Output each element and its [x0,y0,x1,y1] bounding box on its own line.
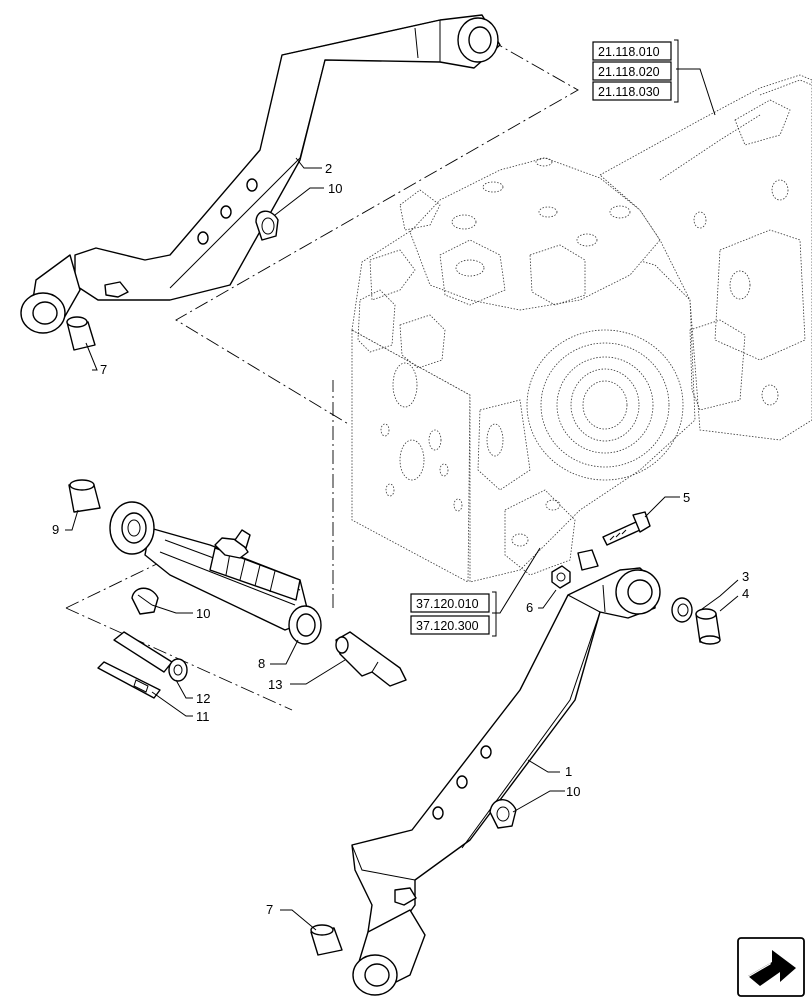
reference-box-37-120-010[interactable] [410,593,490,613]
reference-37-120-010: 37.120.010 [416,597,479,611]
bushing-top [66,316,96,351]
reference-21-118-010: 21.118.010 [598,45,660,59]
washer-3 [671,597,693,623]
pin-11 [97,661,161,699]
callout-4: 4 [742,586,749,601]
callout-5: 5 [683,490,690,505]
leader-lines [65,68,739,931]
pin-12 [113,631,188,682]
callout-2: 2 [325,161,332,176]
reference-37-120-300: 37.120.300 [416,619,479,633]
callout-11: 11 [196,709,210,724]
reference-21-118-030: 21.118.030 [598,85,660,99]
transmission-housing [351,74,812,583]
reference-21-118-020: 21.118.020 [598,65,660,79]
top-link-assembly [109,501,322,645]
bolt-5 [602,511,651,546]
pin-13 [335,631,407,687]
reference-box-21-118-020[interactable] [592,61,672,81]
bushing-4 [695,608,721,645]
callout-1: 1 [565,764,572,779]
callout-10-mid: 10 [196,606,210,621]
linch-pin-mid [131,587,159,615]
callout-labels: 1 2 3 4 5 6 7 7 8 9 10 10 10 11 12 13 [52,161,749,917]
next-page-arrow-icon[interactable] [737,937,805,997]
callout-3: 3 [742,569,749,584]
reference-box-21-118-030[interactable] [592,81,672,101]
reference-group-bottom: 37.120.010 37.120.300 [410,591,497,637]
callout-8: 8 [258,656,265,671]
reference-box-37-120-300[interactable] [410,615,490,635]
lift-link-lower [351,567,661,996]
callout-13: 13 [268,677,282,692]
reference-box-21-118-010[interactable] [592,41,672,61]
linch-pin-bottom [489,799,517,829]
reference-group-top: 21.118.010 21.118.020 21.118.030 [592,39,679,103]
linch-pin-top [255,210,279,241]
callout-7-top: 7 [100,362,107,377]
callout-10-top: 10 [328,181,342,196]
callout-9: 9 [52,522,59,537]
callout-7-bottom: 7 [266,902,273,917]
callout-6: 6 [526,600,533,615]
lift-link-upper [20,14,501,334]
nut-6 [551,565,571,589]
callout-12: 12 [196,691,210,706]
bushing-bottom [310,924,343,956]
callout-10-bottom: 10 [566,784,580,799]
bushing-9 [68,479,101,513]
spacer [577,549,599,571]
